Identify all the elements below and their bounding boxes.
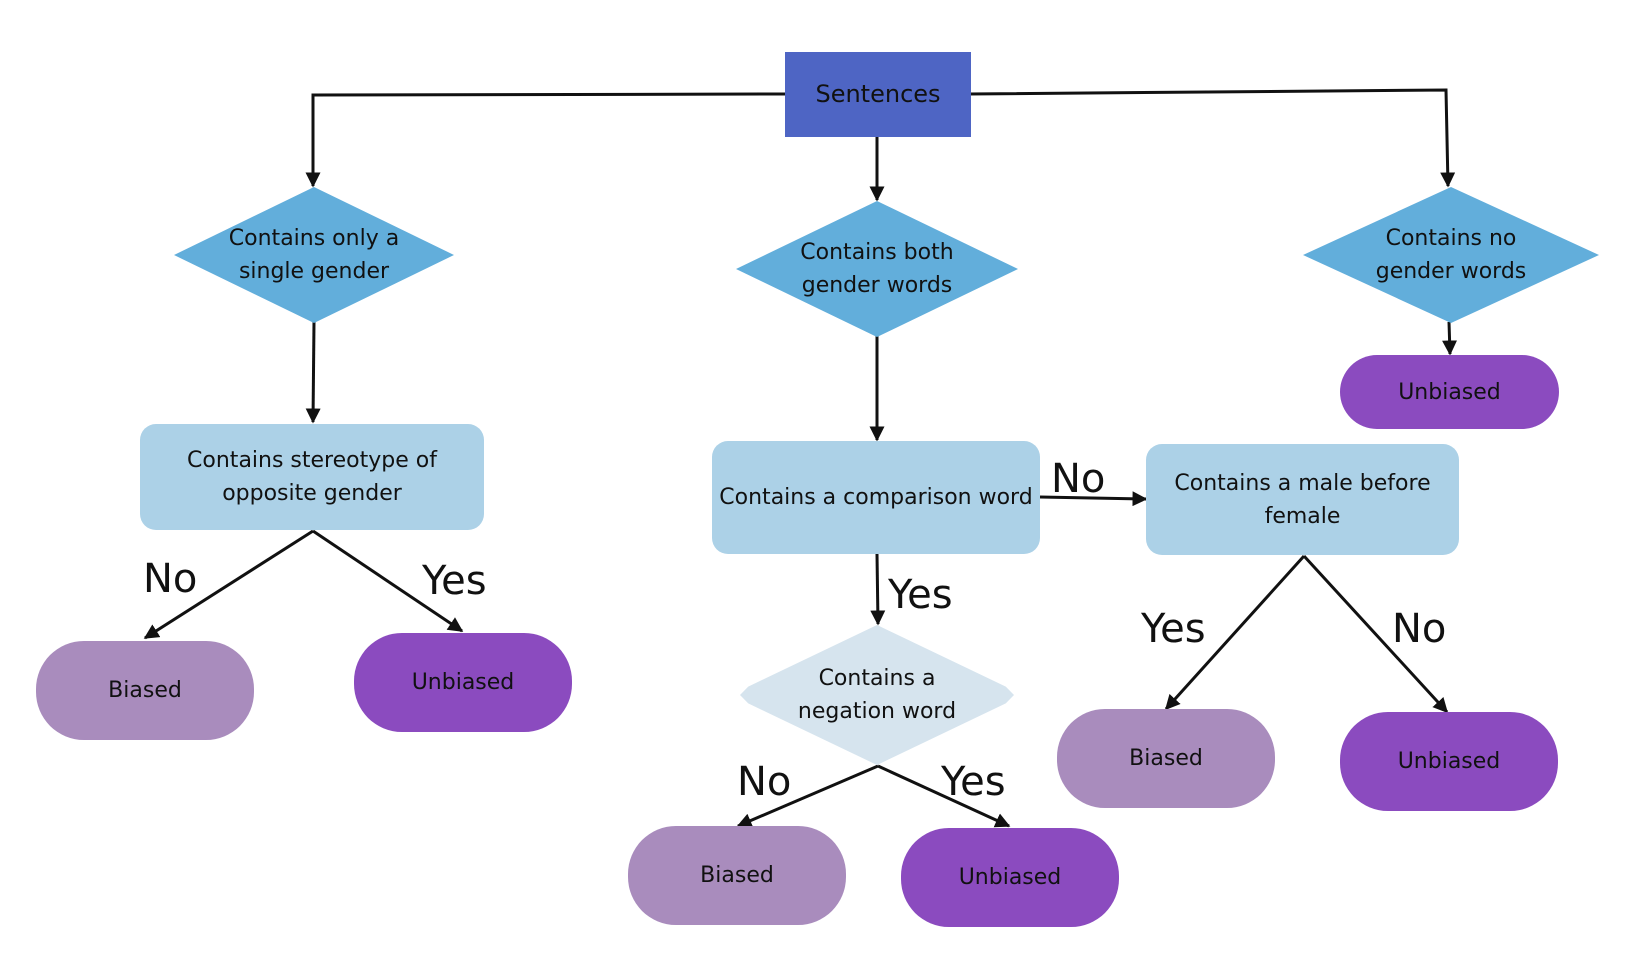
edge-no-gender-to-unbiased: [1442, 321, 1458, 356]
decision-negation: Contains a negation word: [740, 625, 1014, 765]
decision-negation-label: Contains a negation word: [797, 666, 957, 724]
decision-both-gender: Contains both gender words: [736, 201, 1018, 337]
edge-label-comparison-yes: Yes: [888, 572, 953, 618]
decision-no-gender: Contains no gender words: [1303, 187, 1599, 323]
result-male-biased: Biased: [1057, 709, 1275, 808]
process-comparison: Contains a comparison word: [712, 441, 1040, 554]
diamond-shape: [740, 625, 1014, 765]
result-label: Unbiased: [1397, 749, 1501, 774]
edge-root-to-no-gender: [967, 88, 1456, 188]
diamond-shape: [174, 187, 454, 323]
edge-label-male-no: No: [1392, 606, 1447, 652]
edge-negation-no: [736, 764, 879, 828]
edge-male-no: [1302, 554, 1449, 714]
result-negation-unbiased: Unbiased: [901, 828, 1119, 927]
result-male-unbiased: Unbiased: [1340, 712, 1558, 811]
diamond-shape: [736, 201, 1018, 337]
result-label: Unbiased: [958, 865, 1062, 890]
result-stereotype-unbiased: Unbiased: [354, 633, 572, 732]
edge-stereotype-yes: [312, 529, 464, 633]
edge-negation-yes: [877, 764, 1011, 828]
result-label: Unbiased: [411, 670, 515, 695]
result-label: Biased: [700, 863, 774, 888]
diamond-shape: [1303, 187, 1599, 323]
edge-label-male-yes: Yes: [1141, 606, 1206, 652]
edge-single-gender-to-stereotype: [305, 321, 321, 424]
edge-stereotype-no: [143, 529, 314, 640]
decision-single-gender-label: Contains only a single gender: [228, 226, 400, 284]
edge-comparison-no: [1039, 491, 1148, 507]
result-stereotype-biased: Biased: [36, 641, 254, 740]
edge-male-yes: [1164, 554, 1306, 711]
edge-label-negation-no: No: [737, 759, 792, 805]
edge-label-negation-yes: Yes: [941, 759, 1006, 805]
edge-root-to-single-gender: [305, 92, 786, 188]
process-stereotype-label: Contains stereotype of opposite gender: [187, 448, 437, 506]
process-male-before-female: Contains a male before female: [1146, 444, 1459, 555]
edge-label-comparison-no: No: [1051, 456, 1106, 502]
edge-label-stereotype-no: No: [143, 556, 198, 602]
result-label: Biased: [1129, 746, 1203, 771]
result-no-gender-unbiased: Unbiased: [1340, 355, 1559, 429]
edge-comparison-yes: [870, 553, 886, 626]
result-negation-biased: Biased: [628, 826, 846, 925]
process-stereotype: Contains stereotype of opposite gender: [140, 424, 484, 530]
node-sentences-label: Sentences: [815, 80, 941, 108]
decision-no-gender-label: Contains no gender words: [1375, 226, 1527, 284]
process-male-before-female-label: Contains a male before female: [1174, 470, 1431, 529]
result-label: Biased: [108, 678, 182, 703]
process-comparison-label: Contains a comparison word: [719, 485, 1033, 510]
edge-label-stereotype-yes: Yes: [422, 558, 487, 604]
result-label: Unbiased: [1398, 379, 1501, 405]
decision-single-gender: Contains only a single gender: [174, 187, 454, 323]
decision-both-gender-label: Contains both gender words: [800, 240, 954, 298]
node-sentences: Sentences: [785, 52, 971, 137]
